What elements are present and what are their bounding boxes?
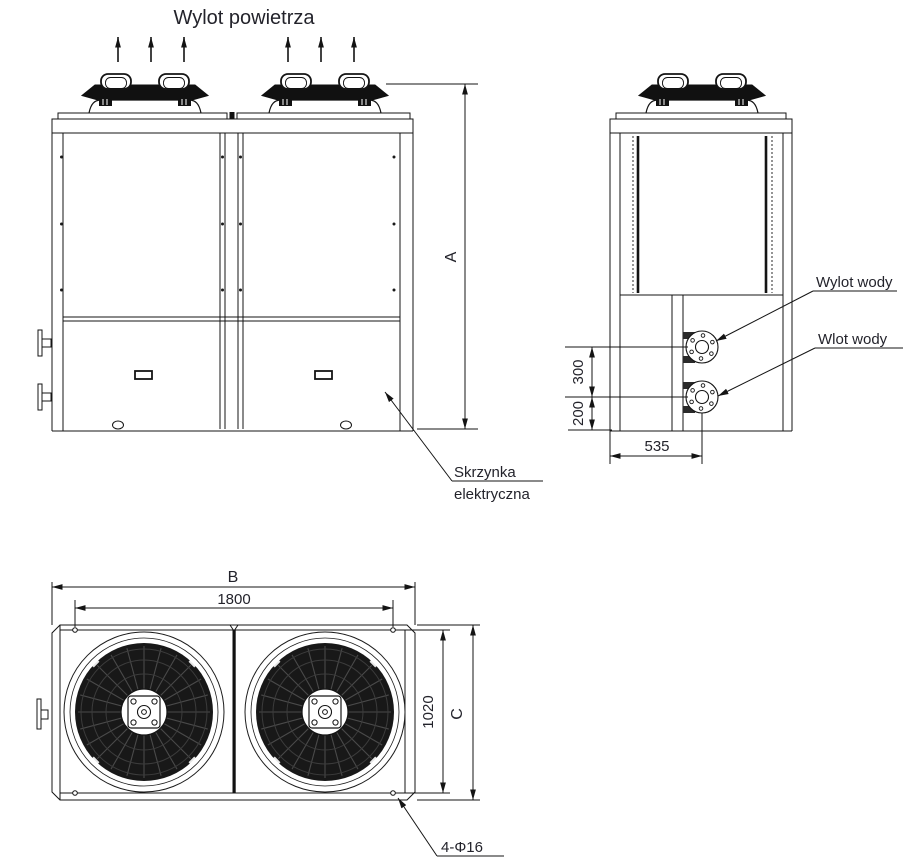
dim-label-C: C xyxy=(449,708,466,720)
front-view: Wylot powietrza xyxy=(37,7,543,503)
air-flow-arrows xyxy=(115,37,357,62)
dim-label-A: A xyxy=(443,251,460,262)
top-fan-right xyxy=(244,631,406,793)
module-divider xyxy=(232,630,236,793)
air-outlet-label: Wylot powietrza xyxy=(174,7,316,29)
drain-hole xyxy=(112,420,124,430)
dim-C: C xyxy=(417,624,480,801)
dim-label-1020: 1020 xyxy=(420,695,437,728)
water-outlet-label: Wylot wody xyxy=(816,274,893,291)
pipe-stub-top xyxy=(36,698,49,730)
fan-housing-left xyxy=(81,73,209,114)
side-view: Wylot wody Wlot wody 300 200 535 xyxy=(565,73,903,464)
water-outlet-flange xyxy=(685,330,719,364)
fan-housing-right xyxy=(261,73,389,114)
coil-fins xyxy=(632,136,773,293)
dim-label-200: 200 xyxy=(570,401,587,426)
dim-label-300: 300 xyxy=(570,359,587,384)
fan-housing-side xyxy=(638,73,766,114)
electrical-box-label-line2: elektryczna xyxy=(454,486,531,503)
mounting-holes xyxy=(72,627,396,796)
top-fan-left xyxy=(63,631,225,793)
panel-handle xyxy=(134,370,153,380)
dim-label-535: 535 xyxy=(644,438,669,455)
top-view: B 1800 1020 C 4-Φ16 xyxy=(36,569,504,857)
water-inlet-label: Wlot wody xyxy=(818,331,888,348)
dim-label-1800: 1800 xyxy=(217,591,250,608)
panel-handle xyxy=(314,370,333,380)
water-inlet-callout: Wlot wody xyxy=(717,331,903,397)
panel-screws xyxy=(60,155,396,292)
dim-height-A: A xyxy=(386,83,478,430)
water-inlet-flange xyxy=(685,380,719,414)
dim-535: 535 xyxy=(609,413,703,464)
dim-300-200: 300 200 xyxy=(565,346,688,431)
mounting-hole-callout: 4-Φ16 xyxy=(397,797,504,857)
drain-hole xyxy=(340,420,352,430)
dim-1020: 1020 xyxy=(397,629,450,794)
pipe-stubs xyxy=(37,329,52,411)
dim-1800: 1800 xyxy=(74,591,394,627)
electrical-box-label-line1: Skrzynka xyxy=(454,464,516,481)
mounting-holes-label: 4-Φ16 xyxy=(441,839,483,856)
electrical-box-callout: Skrzynka elektryczna xyxy=(384,391,543,503)
dim-label-B: B xyxy=(228,569,239,586)
dim-B: B xyxy=(51,569,416,625)
water-outlet-callout: Wylot wody xyxy=(715,274,897,342)
cabinet-frame xyxy=(51,133,414,432)
water-connections xyxy=(683,330,719,414)
